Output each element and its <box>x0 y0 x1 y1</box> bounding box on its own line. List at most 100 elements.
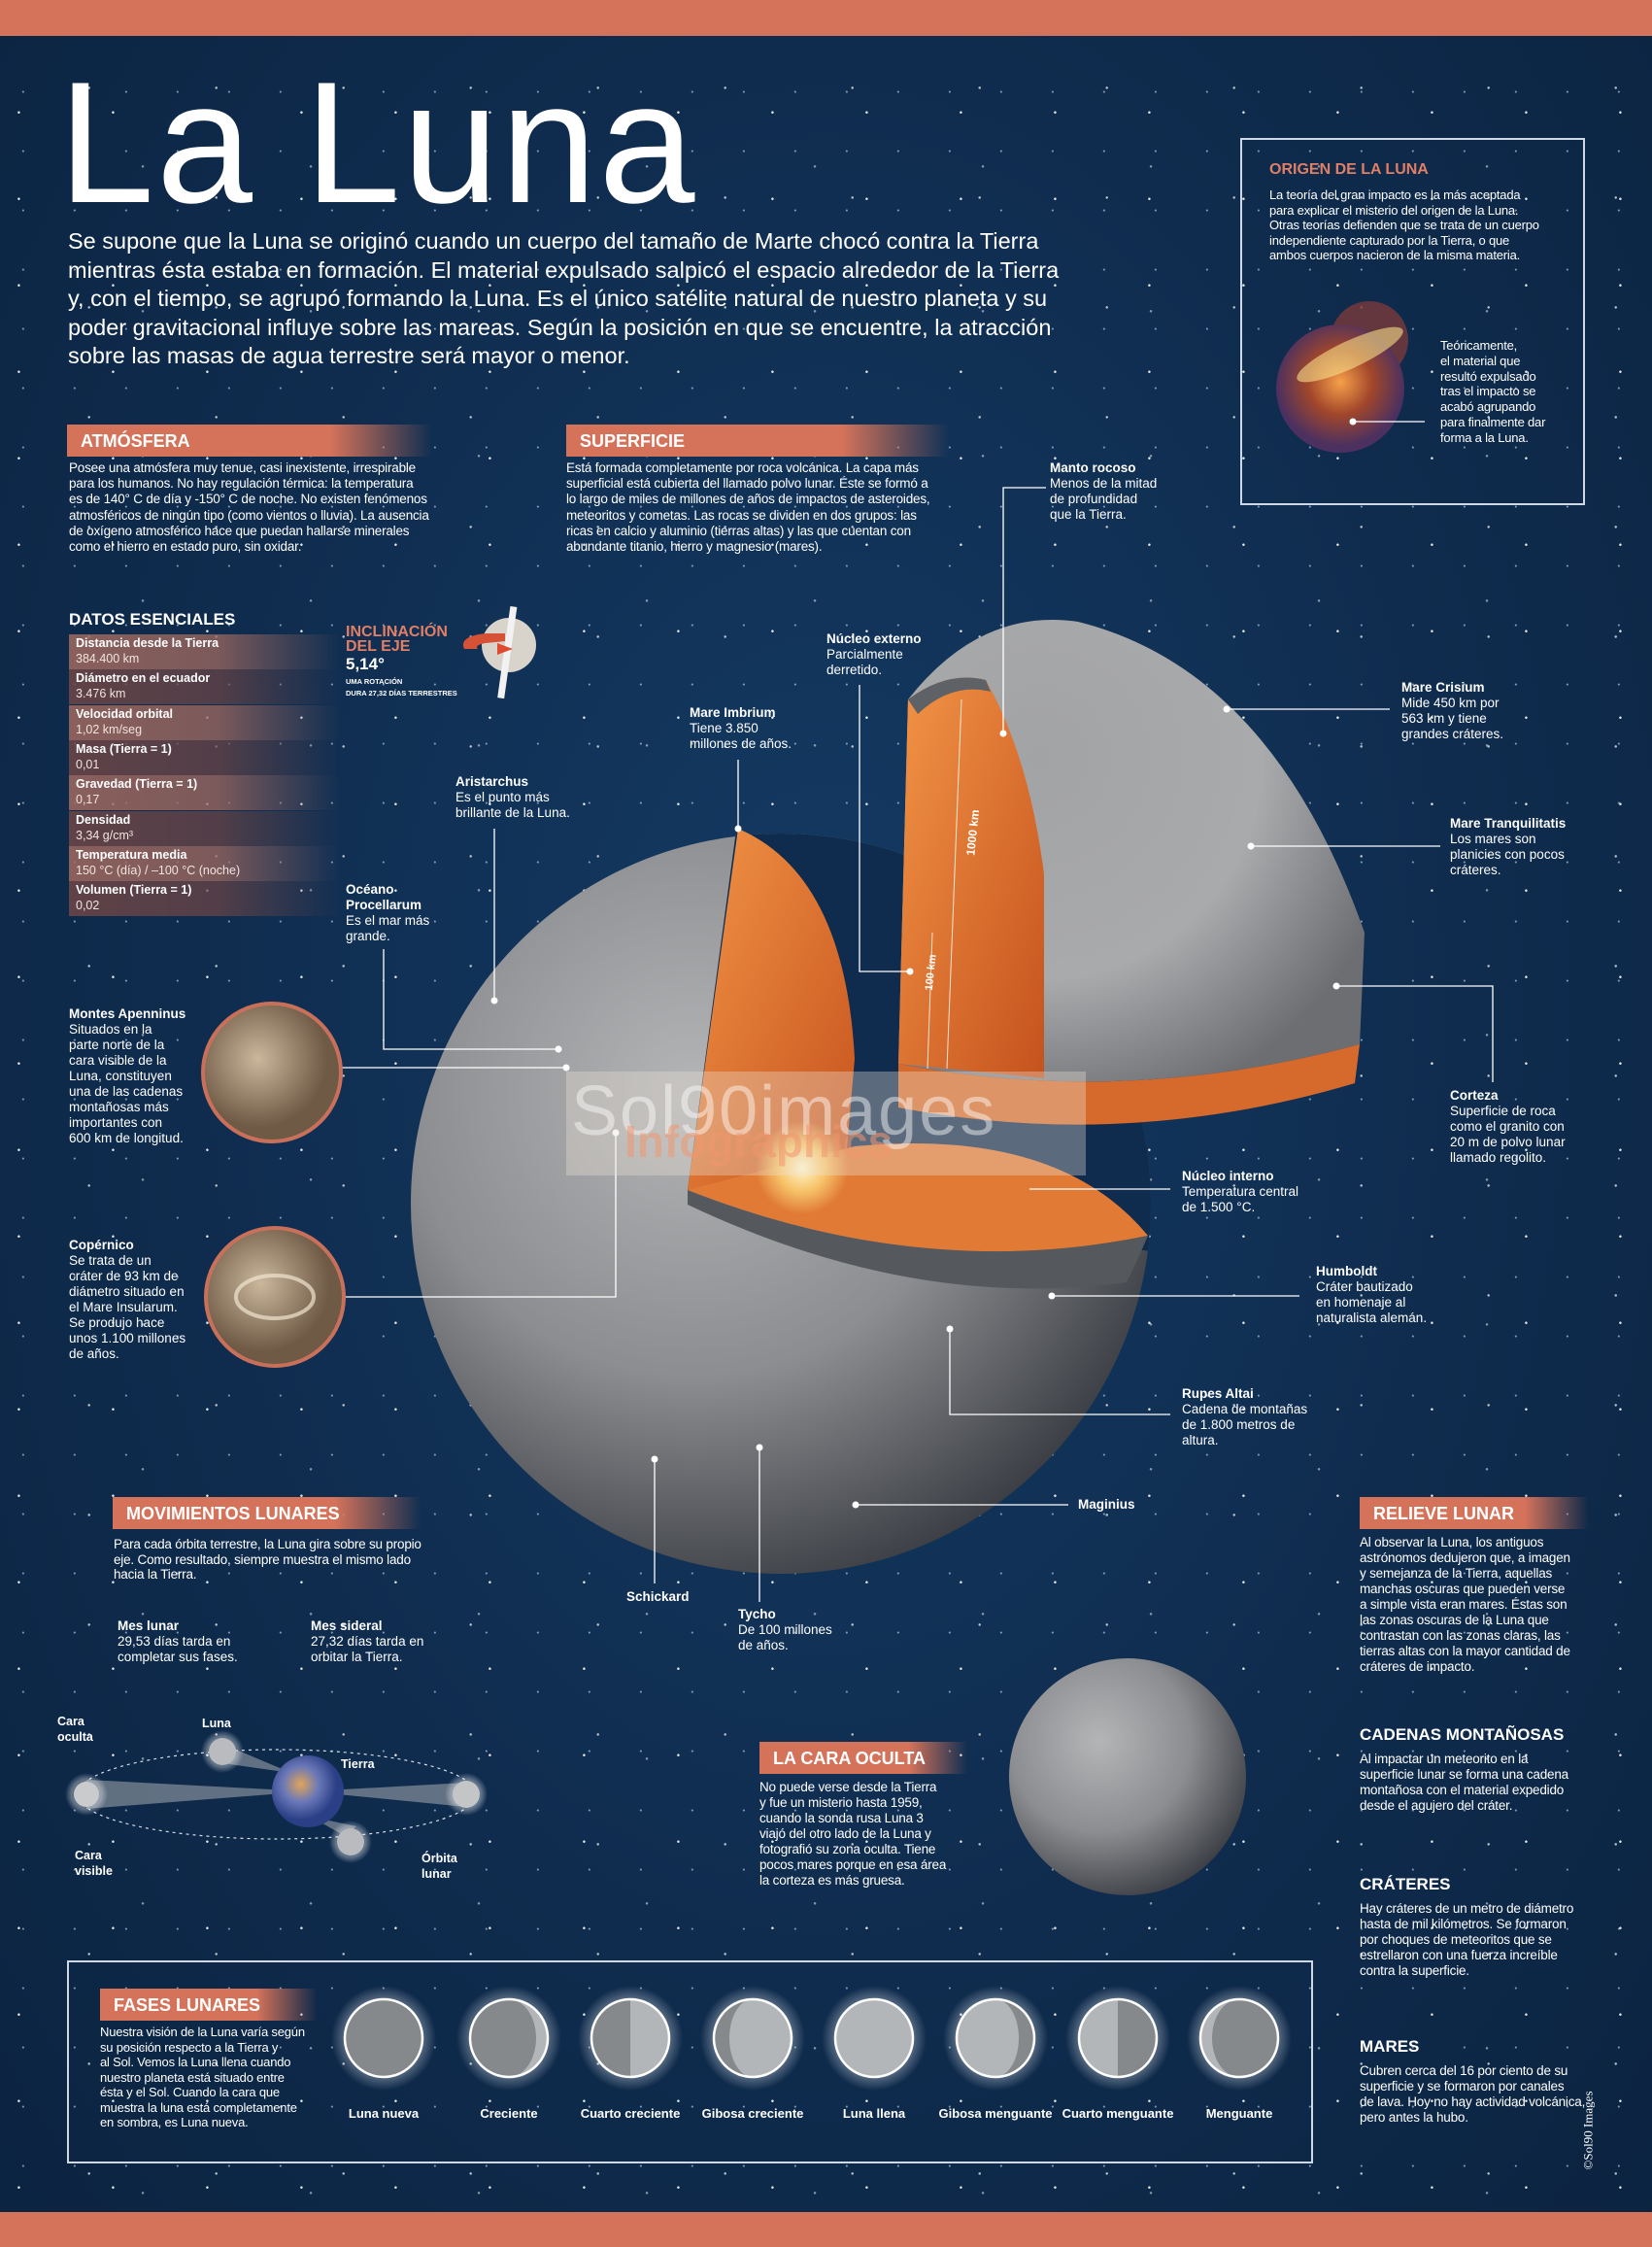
orbit-diagram <box>65 1730 488 1863</box>
phases-text: Nuestra visión de la Luna varía según su… <box>100 2025 305 2129</box>
impact-illustration <box>1276 301 1425 453</box>
relief-heading: RELIEVE LUNAR <box>1360 1497 1589 1529</box>
atmosphere-text: Posee una atmósfera muy tenue, casi inex… <box>69 460 429 555</box>
page-title: La Luna <box>58 46 697 239</box>
essentials-row: Distancia desde la Tierra 384.400 km <box>69 634 341 669</box>
essentials-row: Volumen (Tierra = 1)0,02 <box>69 881 341 917</box>
phase-label: Luna llena <box>842 2106 906 2121</box>
far-side-moon <box>1009 1658 1246 1895</box>
top-accent-bar <box>0 0 1652 36</box>
essentials-row: Masa (Tierra = 1)0,01 <box>69 739 341 775</box>
essentials-value: 384.400 km <box>76 652 140 665</box>
leader-dots <box>490 705 1340 1509</box>
mantle-vertical-face <box>688 829 855 1190</box>
earth <box>272 1755 344 1827</box>
copernico-photo <box>204 1226 346 1368</box>
axis-value: 5,14° <box>346 655 385 673</box>
moon-phase-icon <box>331 1986 436 2091</box>
cap-mantle-band <box>898 1044 1360 1125</box>
axis-heading: INCLINACIÓN DEL EJE <box>346 624 448 655</box>
seas-heading: MARES <box>1360 2037 1420 2056</box>
atmosphere-heading: ATMÓSFERA <box>67 425 432 457</box>
phase-label: Menguante <box>1205 2106 1273 2121</box>
phase-label: Cuarto menguante <box>1062 2106 1174 2121</box>
essentials-row: Gravedad (Tierra = 1)0,17 <box>69 775 341 811</box>
orbit-label-hidden-face: Cara oculta <box>57 1715 93 1744</box>
intro-text: Se supone que la Luna se originó cuando … <box>68 228 1060 368</box>
phase-label: Luna nueva <box>348 2106 420 2121</box>
copyright: ©Sol90 Images <box>1580 2091 1596 2170</box>
essentials-value: 0,02 <box>76 899 100 913</box>
essentials-value: 150 °C (día) / –100 °C (noche) <box>76 863 241 877</box>
essentials-label: Diámetro en el ecuador <box>76 671 211 686</box>
seas-text: Cubren cerca del 16 por ciento de su sup… <box>1360 2063 1586 2125</box>
essentials-label: Densidad <box>76 812 131 827</box>
origin-heading: ORIGEN DE LA LUNA <box>1269 161 1429 178</box>
surface-heading: SUPERFICIE <box>566 425 949 457</box>
far-side-heading: LA CARA OCULTA <box>759 1742 967 1774</box>
lit-portion <box>509 1999 548 2077</box>
lit-portion <box>729 1999 792 2077</box>
essentials-label: Distancia desde la Tierra <box>76 636 219 650</box>
phase-label: Cuarto creciente <box>580 2106 681 2121</box>
craters-heading: CRÁTERES <box>1360 1875 1451 1893</box>
axis-note: UMA ROTACIÓN DURA 27,32 DÍAS TERRESTRES <box>346 677 457 698</box>
essentials-value: 1,02 km/seg <box>76 722 143 736</box>
mountains-text: Al impactar un meteorito en la superfici… <box>1360 1752 1568 1813</box>
surface-text: Está formada completamente por roca volc… <box>566 460 930 555</box>
moon-phase-icon <box>822 1986 927 2091</box>
lit-portion <box>1079 1999 1118 2077</box>
orbit-label-earth: Tierra <box>341 1757 375 1771</box>
origin-text: La teoría del gran impacto es la más ace… <box>1269 187 1539 262</box>
essentials-label: Velocidad orbital <box>76 706 174 721</box>
moon-phase-icon <box>1187 1986 1292 2091</box>
phases-heading: FASES LUNARES <box>100 1989 318 2021</box>
movements-text: Para cada órbita terrestre, la Luna gira… <box>114 1537 421 1582</box>
moon-phase-icon <box>700 1986 805 2091</box>
watermark-line-2: Infographics <box>624 1116 893 1167</box>
essentials-label: Volumen (Tierra = 1) <box>76 883 192 898</box>
essentials-value: 0,01 <box>76 757 100 771</box>
lit-portion <box>1200 1999 1239 2077</box>
bottom-accent-bar <box>0 2212 1652 2247</box>
watermark-line-1: Sol90images <box>571 1072 997 1150</box>
essentials-label: Temperatura media <box>76 847 187 862</box>
moon-phase-icon <box>456 1986 561 2091</box>
orbit-label-orbit: Órbita lunar <box>421 1852 457 1881</box>
leader-lines <box>341 487 1494 1602</box>
apenninus-photo <box>201 1002 343 1143</box>
origin-note: Teóricamente, el material que resultó ex… <box>1440 338 1546 445</box>
phases-box <box>67 1960 1313 2163</box>
essentials-label: Gravedad (Tierra = 1) <box>76 777 198 792</box>
moon-cutaway <box>411 619 1365 1574</box>
craters-text: Hay cráteres de un metro de diámetro has… <box>1360 1901 1574 1978</box>
origin-box <box>1240 138 1585 505</box>
essentials-value: 3.476 km <box>76 687 126 701</box>
watermark: Sol90images Infographics <box>566 1072 1086 1175</box>
phase-label: Gibosa menguante <box>938 2106 1053 2121</box>
lit-portion <box>957 1999 1019 2077</box>
label-maginius: Maginius <box>1078 1497 1135 1512</box>
essentials-heading: DATOS ESENCIALES <box>69 610 236 629</box>
label-schickard: Schickard <box>626 1589 690 1604</box>
moon-phase-icon <box>943 1986 1048 2091</box>
orbit-label-moon: Luna <box>202 1717 231 1730</box>
